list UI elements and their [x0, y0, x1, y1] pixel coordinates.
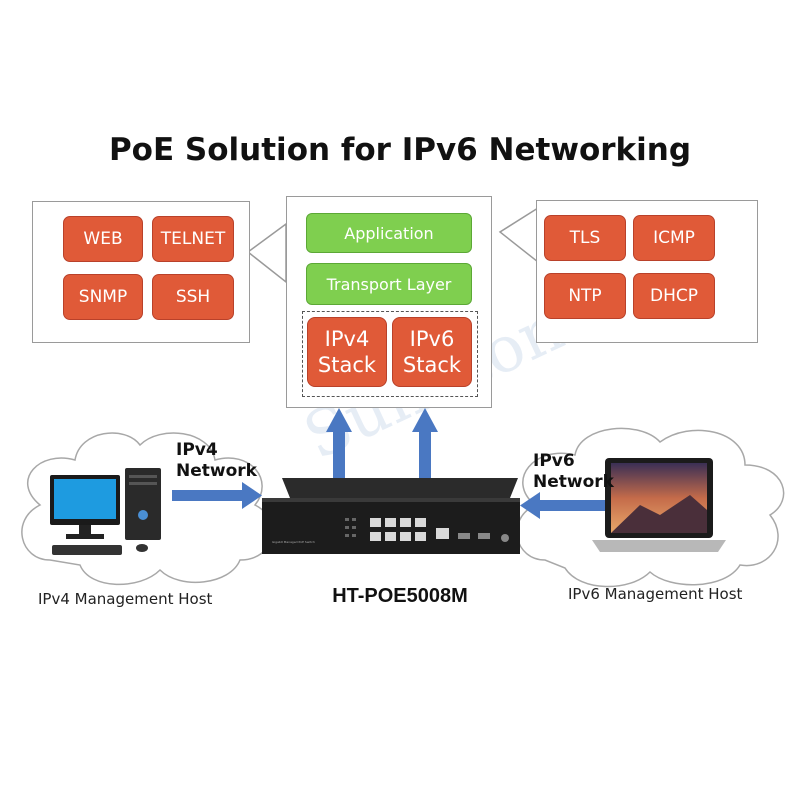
ipv4-stack: IPv4 Stack [307, 317, 387, 387]
ipv4-stack-line1: IPv4 [324, 327, 370, 351]
ipv6-network-line1: IPv6 [533, 451, 575, 471]
ipv4-network-line1: IPv4 [176, 440, 218, 460]
diagram-title: PoE Solution for IPv6 Networking [108, 132, 692, 168]
ipv6-stack-line2: Stack [402, 353, 462, 377]
transport-layer: Transport Layer [306, 263, 472, 305]
ipv6-host-label: IPv6 Management Host [568, 585, 743, 603]
protocol-ssh: SSH [152, 274, 234, 320]
ipv4-host-label: IPv4 Management Host [38, 590, 213, 608]
right-protocol-panel: TLS ICMP NTP DHCP [536, 200, 758, 343]
protocol-snmp: SNMP [63, 274, 143, 320]
center-stack-panel: Application Transport Layer IPv4 Stack I… [286, 196, 492, 408]
switch-model-label: HT-POE5008M [332, 585, 468, 607]
protocol-tls: TLS [544, 215, 626, 261]
right-callout-tail [498, 206, 539, 264]
ipv6-network-label: IPv6 Network [533, 451, 614, 493]
desktop-computer-icon [50, 468, 161, 555]
up-arrows [326, 408, 438, 482]
protocol-dhcp: DHCP [633, 273, 715, 319]
poe-switch-device [262, 478, 520, 554]
application-layer: Application [306, 213, 472, 253]
left-protocol-panel: WEB TELNET SNMP SSH [32, 201, 250, 343]
protocol-ntp: NTP [544, 273, 626, 319]
right-network-arrow [520, 492, 606, 519]
ip-stack-group [302, 311, 478, 397]
protocol-web: WEB [63, 216, 143, 262]
ipv6-stack-line1: IPv6 [409, 327, 455, 351]
laptop-icon [592, 458, 726, 552]
ipv6-stack: IPv6 Stack [392, 317, 472, 387]
switch-faceplate-label: Gigabit Managed PoE Switch [272, 540, 315, 544]
left-network-arrow [172, 482, 262, 509]
ipv6-network-line2: Network [533, 472, 614, 492]
protocol-telnet: TELNET [152, 216, 234, 262]
protocol-icmp: ICMP [633, 215, 715, 261]
ipv4-stack-line2: Stack [317, 353, 377, 377]
ipv4-network-label: IPv4 Network [176, 440, 257, 482]
left-callout-tail [246, 222, 287, 284]
ipv4-network-line2: Network [176, 461, 257, 481]
